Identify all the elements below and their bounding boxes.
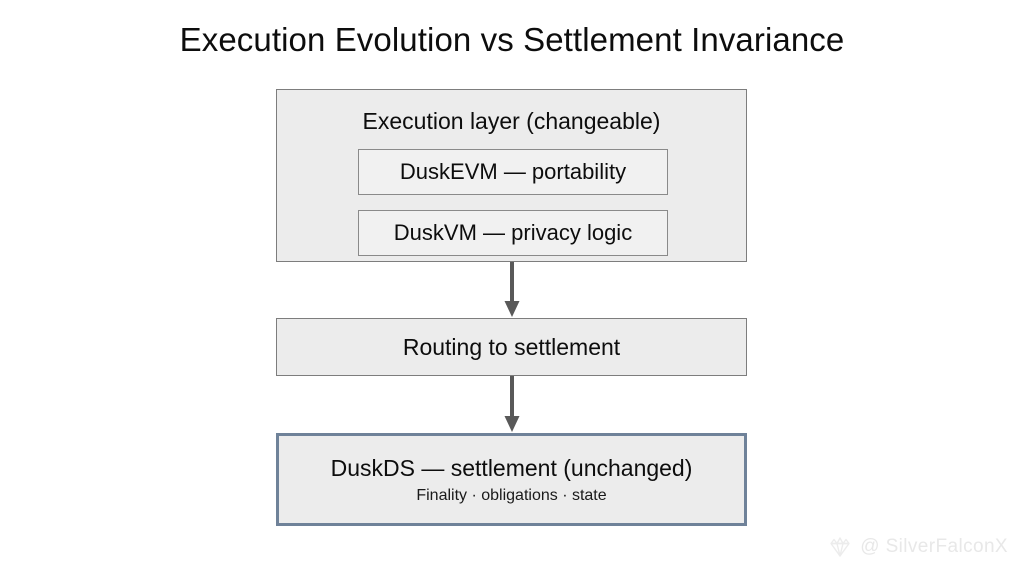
diamond-logo-icon bbox=[827, 534, 853, 560]
node-duskevm-label: DuskEVM — portability bbox=[399, 159, 627, 184]
node-duskvm: DuskVM — privacy logic bbox=[358, 210, 668, 256]
arrow-execution-to-routing bbox=[503, 262, 521, 318]
node-settlement-label: DuskDS — settlement (unchanged) bbox=[330, 454, 693, 481]
arrow-routing-to-settlement bbox=[503, 376, 521, 433]
node-routing-label: Routing to settlement bbox=[402, 333, 621, 360]
node-routing: Routing to settlement bbox=[276, 318, 747, 376]
node-execution-layer: Execution layer (changeable) DuskEVM — p… bbox=[276, 89, 747, 262]
page-title: Execution Evolution vs Settlement Invari… bbox=[179, 21, 845, 58]
node-duskvm-label: DuskVM — privacy logic bbox=[393, 220, 633, 245]
node-duskevm: DuskEVM — portability bbox=[358, 149, 668, 195]
node-settlement: DuskDS — settlement (unchanged) Finality… bbox=[276, 433, 747, 526]
node-execution-layer-label: Execution layer (changeable) bbox=[362, 108, 661, 134]
node-settlement-subtitle: Finality · obligations · state bbox=[416, 487, 607, 505]
watermark: @ SilverFalconX bbox=[827, 534, 1008, 560]
watermark-handle: @ SilverFalconX bbox=[860, 536, 1008, 557]
